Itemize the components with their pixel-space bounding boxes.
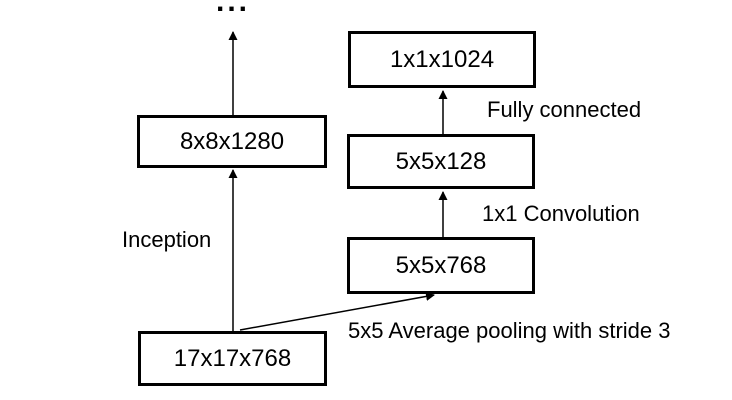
node-label: 5x5x128: [395, 147, 487, 175]
edge-label-inception: Inception: [122, 227, 212, 252]
node-5x5x128: 5x5x128: [347, 134, 535, 189]
edge-label-fully-connected: Fully connected: [487, 97, 642, 122]
node-label: 8x8x1280: [179, 127, 285, 155]
node-17x17x768: 17x17x768: [138, 331, 327, 386]
node-1x1x1024: 1x1x1024: [348, 31, 536, 88]
edge-label-1x1-convolution: 1x1 Convolution: [482, 201, 640, 226]
node-8x8x1280: 8x8x1280: [137, 115, 327, 168]
node-label: 17x17x768: [173, 344, 292, 372]
edge-label-average-pooling: 5x5 Average pooling with stride 3: [348, 318, 671, 343]
node-label: 1x1x1024: [389, 45, 495, 73]
node-5x5x768: 5x5x768: [347, 237, 535, 294]
node-label: 5x5x768: [395, 251, 487, 279]
ellipsis-continuation: ...: [215, 0, 250, 18]
